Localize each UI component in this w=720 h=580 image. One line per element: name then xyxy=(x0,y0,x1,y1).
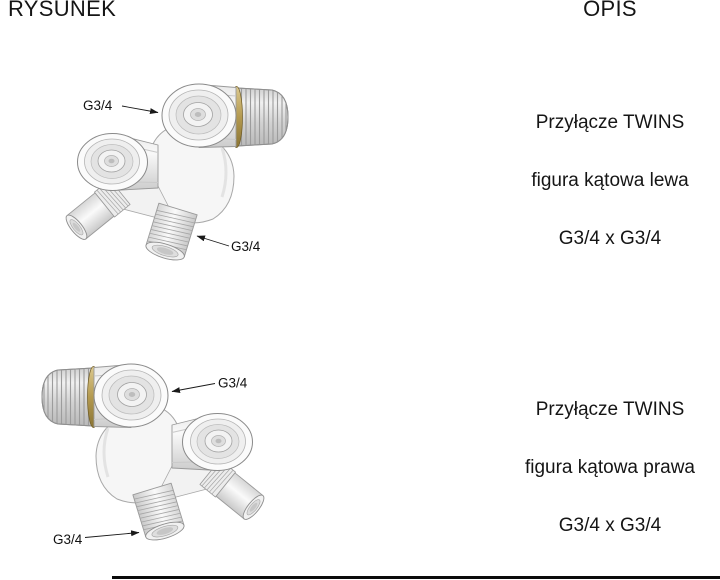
valve-drawing-right: G3/4 G3/4 xyxy=(25,356,305,547)
bottom-border-line xyxy=(112,576,720,579)
leader-line-top xyxy=(121,105,159,115)
leader-line-bottom xyxy=(196,235,230,247)
description-line-2: figura kątowa prawa xyxy=(524,457,696,478)
column-header-description: OPIS xyxy=(583,0,637,21)
leader-line-bottom xyxy=(84,530,140,538)
thread-label: G3/4 xyxy=(218,376,248,391)
thread-label: G3/4 xyxy=(231,239,261,254)
thread-label: G3/4 xyxy=(53,532,83,547)
description-left-valve: Przyłącze TWINS figura kątowa lewa G3/4 … xyxy=(455,112,720,250)
description-line-3: G3/4 x G3/4 xyxy=(558,515,662,536)
description-line-1: Przyłącze TWINS xyxy=(535,399,685,420)
description-right-valve: Przyłącze TWINS figura kątowa prawa G3/4… xyxy=(455,399,720,537)
column-header-drawing: RYSUNEK xyxy=(8,0,117,21)
description-line-3: G3/4 x G3/4 xyxy=(558,228,662,249)
description-line-2: figura kątowa lewa xyxy=(531,170,689,191)
leader-line-top xyxy=(171,383,216,393)
description-line-1: Przyłącze TWINS xyxy=(535,112,685,133)
thread-label: G3/4 xyxy=(83,98,113,113)
valve-drawing-left: G3/4 G3/4 xyxy=(25,76,305,291)
